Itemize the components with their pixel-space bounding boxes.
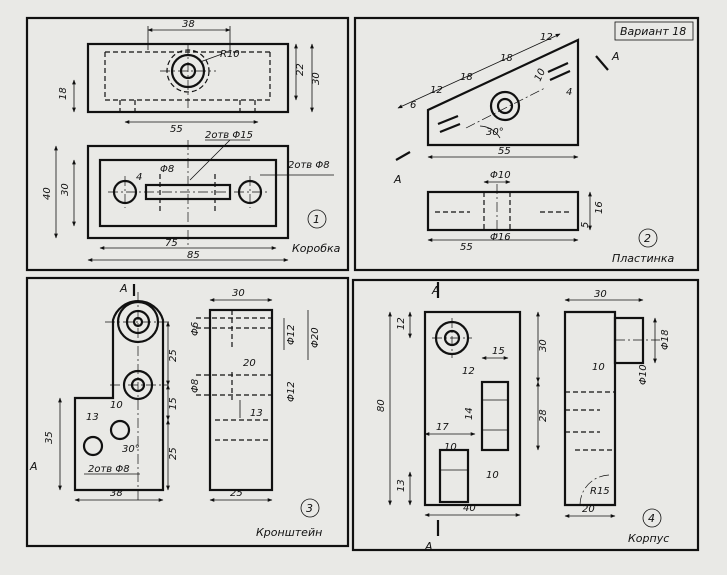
dim-20: 20 — [582, 504, 595, 515]
dim-4: 4 — [136, 172, 142, 183]
plate-front-view — [426, 190, 580, 232]
dim-55b: 55 — [460, 242, 473, 253]
dim-12b: 12 — [540, 32, 553, 43]
dim-r15: R15 — [590, 486, 610, 497]
dim-14: 14 — [464, 407, 475, 420]
dim-30deg: 30° — [122, 444, 140, 455]
panel-1-frame — [25, 16, 350, 272]
panel-4-number: 4 — [648, 512, 655, 525]
dim-phi10: Φ10 — [638, 364, 649, 385]
bracket-front-view — [73, 300, 165, 492]
section-a-top: A — [431, 284, 440, 297]
dim-phi20: Φ20 — [310, 327, 321, 348]
dim-55: 55 — [170, 124, 183, 135]
panel-2: Вариант 18 6 12 18 18 12 10 4 30° 55 A A — [353, 16, 700, 272]
panel-1: 38 R10 18 22 30 55 2отв Φ15 Φ8 4 2отв Φ8 — [25, 16, 350, 272]
dim-10c: 10 — [592, 362, 605, 373]
panel-1-number: 1 — [313, 213, 320, 226]
dim-30: 30 — [594, 289, 607, 300]
dim-25c: 25 — [230, 488, 243, 499]
panel-4: A A 12 80 13 30 28 15 12 14 17 10 10 40 … — [351, 278, 700, 553]
dim-phi12b: Φ12 — [286, 381, 297, 402]
dim-55a: 55 — [498, 146, 511, 157]
dim-18a: 18 — [460, 72, 473, 83]
dim-13b: 13 — [250, 408, 263, 419]
dim-2holes-8: 2отв Φ8 — [88, 464, 130, 475]
variant-label: Вариант 18 — [620, 25, 686, 38]
dim-30b: 30 — [60, 183, 71, 196]
panel-2-number: 2 — [644, 232, 651, 245]
dim-22: 22 — [295, 63, 306, 76]
plate-view — [426, 38, 580, 147]
dim-18b: 18 — [500, 53, 513, 64]
dim-phi8: Φ8 — [160, 164, 174, 175]
panel-3-name: Кронштейн — [256, 526, 322, 539]
dim-2holes-8: 2отв Φ8 — [288, 160, 330, 171]
dim-phi6: Φ6 — [190, 322, 201, 336]
dim-15: 15 — [492, 346, 505, 357]
dim-10a: 10 — [444, 442, 457, 453]
dim-10: 10 — [533, 67, 548, 83]
dim-80: 80 — [376, 399, 387, 412]
dim-phi16: Φ16 — [490, 232, 511, 243]
dim-16: 16 — [594, 201, 605, 214]
dim-85: 85 — [187, 250, 200, 261]
dim-phi8: Φ8 — [190, 379, 201, 393]
dim-4b: 4 — [566, 87, 572, 98]
dim-40: 40 — [463, 503, 476, 514]
dim-13a: 13 — [86, 412, 99, 423]
section-a-bottom: A — [424, 540, 433, 553]
dim-25b: 25 — [168, 447, 179, 460]
panel-3: A A 25 15 25 35 13 10 30° 2отв Φ8 38 30 … — [25, 276, 350, 548]
panel-2-name: Пластинка — [612, 252, 674, 265]
dim-18: 18 — [58, 87, 69, 100]
panel-3-number: 3 — [306, 502, 313, 515]
dim-5: 5 — [580, 222, 591, 228]
dim-12a: 12 — [396, 317, 407, 330]
dim-12a: 12 — [430, 85, 443, 96]
variant-box — [614, 21, 694, 41]
dim-30b: 30 — [538, 339, 549, 352]
section-a-right: A — [611, 50, 620, 63]
dim-75: 75 — [165, 238, 178, 249]
dim-30: 30 — [232, 288, 245, 299]
dim-28: 28 — [538, 409, 549, 422]
dim-38: 38 — [110, 488, 123, 499]
dim-30: 30 — [311, 72, 322, 85]
dim-phi18: Φ18 — [660, 329, 671, 350]
dim-13: 13 — [396, 479, 407, 492]
dim-30deg: 30° — [486, 127, 504, 138]
dim-38: 38 — [182, 19, 195, 30]
panel-2-frame — [353, 16, 700, 272]
dim-20: 20 — [243, 358, 256, 369]
dim-40: 40 — [42, 187, 53, 200]
section-a-side: A — [29, 460, 38, 473]
dim-10a: 10 — [110, 400, 123, 411]
dim-6: 6 — [410, 100, 416, 111]
housing-side-view — [563, 310, 617, 507]
section-a-top: A — [119, 282, 128, 295]
dim-10b: 10 — [486, 470, 499, 481]
dim-25a: 25 — [168, 349, 179, 362]
dim-15: 15 — [168, 397, 179, 410]
dim-phi12a: Φ12 — [286, 324, 297, 345]
panel-4-name: Корпус — [628, 532, 669, 545]
bracket-side-view — [208, 308, 274, 492]
dim-r10: R10 — [220, 49, 240, 60]
dim-phi10: Φ10 — [490, 170, 511, 181]
panel-3-frame — [25, 276, 350, 548]
panel-1-name: Коробка — [292, 242, 341, 255]
housing-front-view — [423, 310, 522, 507]
dim-17: 17 — [436, 422, 449, 433]
section-a-left: A — [393, 173, 402, 186]
dim-2holes-15: 2отв Φ15 — [205, 130, 253, 141]
dim-35: 35 — [44, 431, 55, 444]
dim-12b: 12 — [462, 366, 475, 377]
panel-4-frame — [351, 278, 700, 552]
